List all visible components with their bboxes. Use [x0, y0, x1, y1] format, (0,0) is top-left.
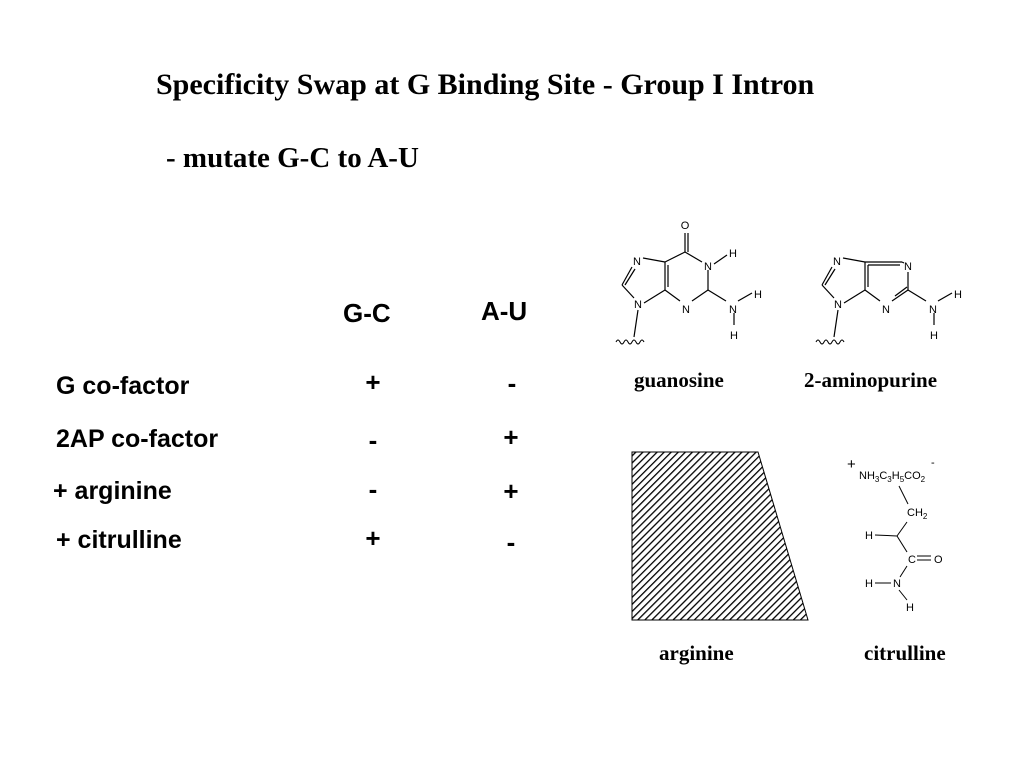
atom-label: N: [682, 304, 690, 316]
cell-citrulline-gc: +: [365, 523, 381, 553]
atom-label: N: [634, 299, 642, 311]
citrulline-structure: + NH3C3H5CO2 - CH2 H C O H N H: [847, 456, 943, 614]
citrulline-formula: NH3C3H5CO2: [859, 470, 926, 484]
atom-label: H: [930, 330, 938, 342]
atom-label: N: [834, 299, 842, 311]
atom-label: H: [954, 289, 962, 301]
row-label-arginine: + arginine: [53, 477, 172, 505]
atom-label: H: [730, 330, 738, 342]
caption-guanosine: guanosine: [634, 368, 724, 392]
atom-label: N: [929, 304, 937, 316]
arginine-structure: + NH3C3H5CO2 - CH2 H N H C N H N H H: [631, 451, 809, 621]
hatched-overlay: [631, 451, 809, 621]
cell-g-cofactor-gc: +: [365, 367, 381, 397]
cell-arginine-gc: -: [368, 474, 378, 504]
atom-label: O: [681, 220, 690, 232]
cell-citrulline-au: -: [506, 527, 516, 557]
caption-2-aminopurine: 2-aminopurine: [804, 368, 938, 392]
atom-label: H: [865, 530, 873, 542]
slide-subtitle: - mutate G-C to A-U: [166, 142, 419, 174]
caption-arginine: arginine: [659, 641, 734, 665]
cell-arginine-au: +: [503, 476, 519, 506]
row-label-citrulline: + citrulline: [56, 526, 182, 554]
atom-label: N: [882, 304, 890, 316]
atom-label: N: [833, 256, 841, 268]
formula-charge-minus: -: [931, 457, 935, 469]
atom-label: O: [934, 554, 943, 566]
atom-label: N: [704, 261, 712, 273]
guanosine-structure: O N H N N N N H H: [615, 220, 762, 345]
caption-citrulline: citrulline: [864, 641, 946, 665]
atom-label: H: [906, 602, 914, 614]
cell-2ap-cofactor-gc: -: [368, 425, 378, 455]
citrulline-ch2: CH2: [907, 507, 928, 521]
atom-label: C: [908, 554, 916, 566]
atom-label: H: [754, 289, 762, 301]
atom-label: H: [865, 578, 873, 590]
aminopurine-structure: N N N N N H H: [815, 256, 962, 345]
atom-label: H: [729, 248, 737, 260]
column-header-au: A-U: [481, 296, 528, 326]
atom-label: N: [904, 261, 912, 273]
slide-title: Specificity Swap at G Binding Site - Gro…: [156, 68, 815, 101]
row-label-2ap-cofactor: 2AP co-factor: [56, 425, 219, 453]
atom-label: N: [633, 256, 641, 268]
cell-g-cofactor-au: -: [507, 368, 517, 398]
atom-label: N: [893, 578, 901, 590]
row-label-g-cofactor: G co-factor: [56, 372, 190, 400]
cell-2ap-cofactor-au: +: [503, 422, 519, 452]
atom-label: N: [729, 304, 737, 316]
column-header-gc: G-C: [343, 298, 391, 328]
formula-charge-plus: +: [847, 456, 856, 473]
